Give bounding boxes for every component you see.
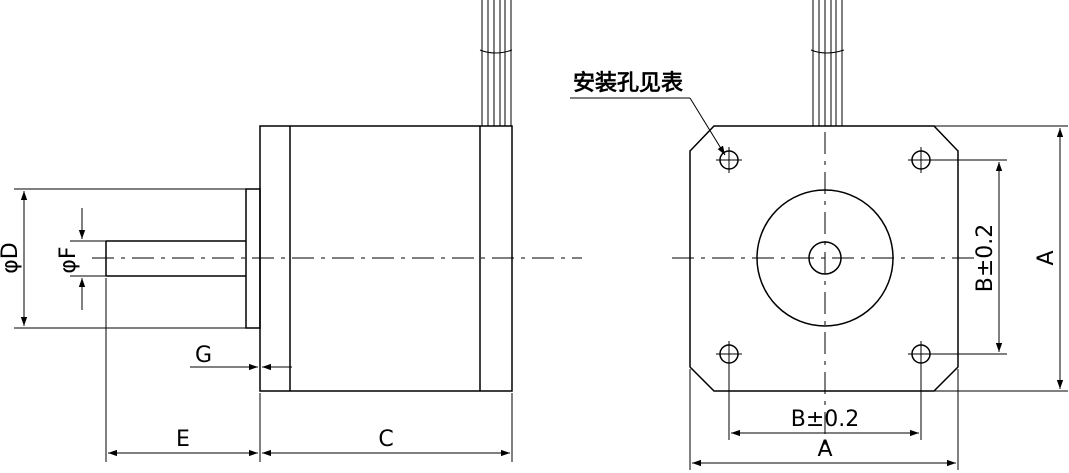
dim-G: G [190,330,292,372]
label-A-vertical: A [1034,250,1059,265]
dim-B-horizontal: B±0.2 [728,363,922,440]
label-G: G [195,343,212,368]
side-lead-wires [479,0,513,126]
mounting-hole-note: 安装孔见表 [570,70,726,156]
dim-B-vertical: B±0.2 [930,159,1007,355]
dim-F: φF [56,208,106,310]
pilot-circle [756,189,894,327]
dim-A-horizontal: A [689,369,959,470]
label-D: φD [0,242,23,273]
dim-D: φD [0,188,246,329]
label-B-horizontal: B±0.2 [791,407,860,432]
side-view: φD φF G E C [0,0,582,462]
dim-E-C: E C [105,278,513,462]
front-view: 安装孔见表 B±0.2 A B±0.2 [570,0,1068,470]
dim-A-vertical: A [934,125,1068,392]
front-lead-wires [810,0,845,126]
note-text: 安装孔见表 [573,70,684,96]
shaft-circle [808,241,842,275]
label-C: C [378,427,393,452]
label-B-vertical: B±0.2 [973,224,998,293]
label-A-horizontal: A [817,437,832,462]
label-E: E [176,427,190,452]
label-F: φF [56,246,81,273]
